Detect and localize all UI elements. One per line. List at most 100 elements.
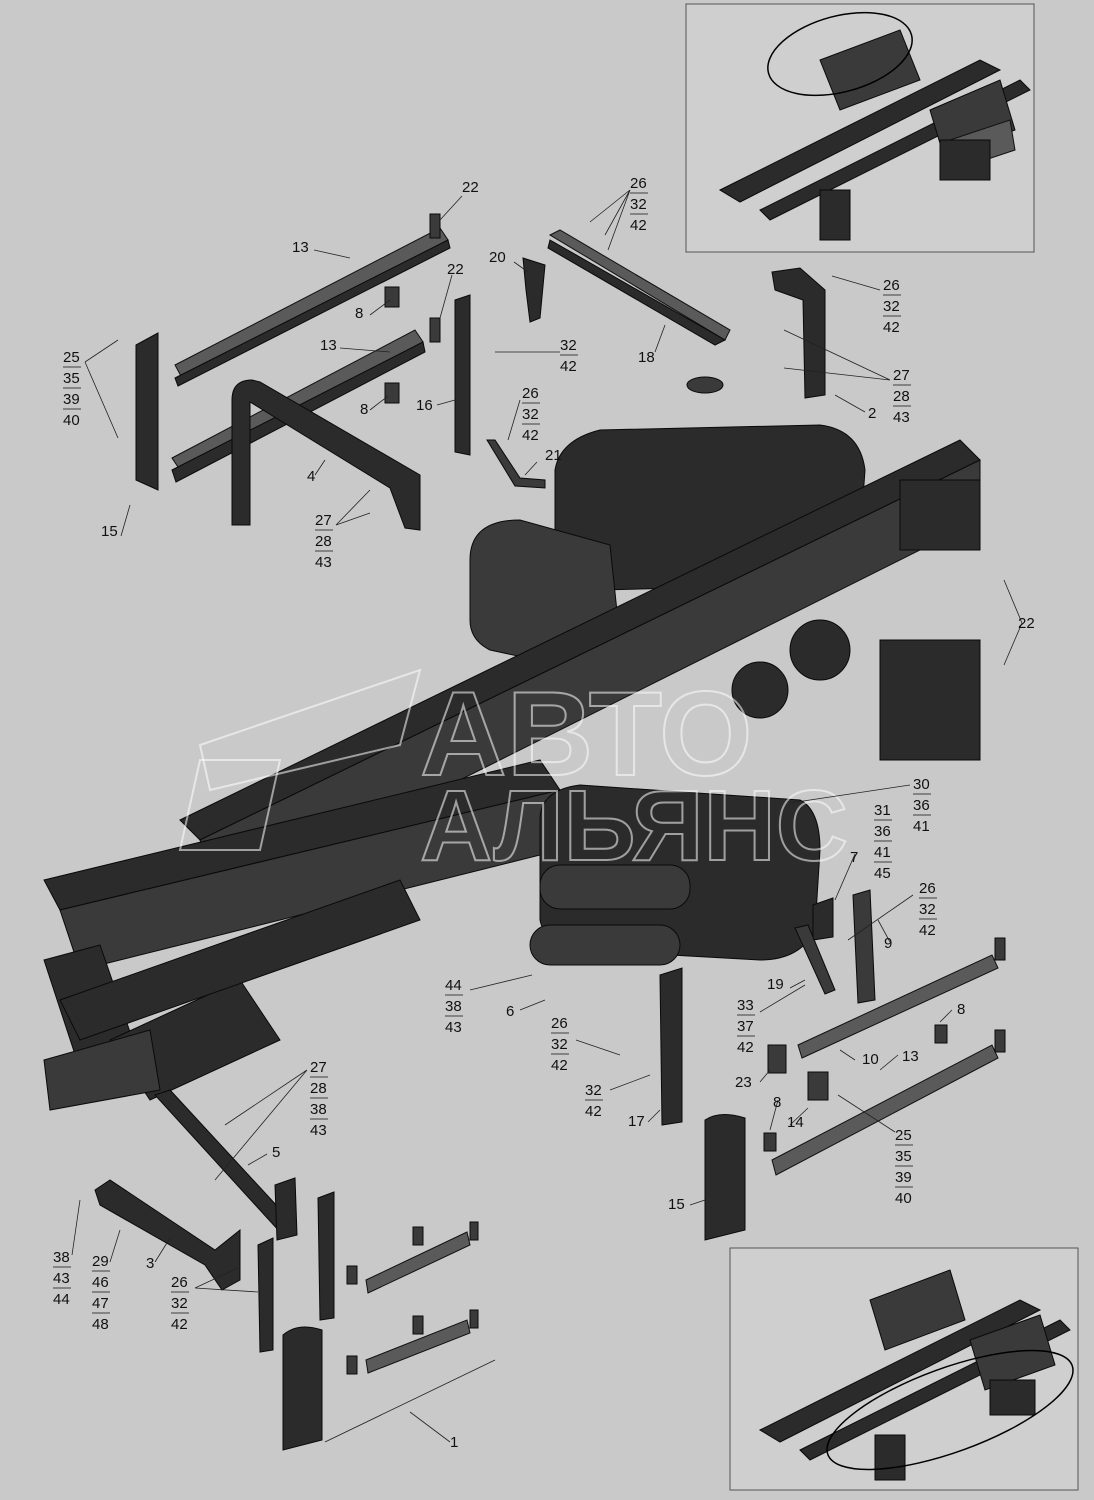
callout-number: 8 — [957, 1001, 965, 1018]
bracket-20 — [522, 257, 546, 323]
guard-9 — [852, 889, 876, 1004]
callout-30: 30 36 41 — [913, 776, 931, 835]
highlight-ellipse-bottom — [826, 1349, 1074, 1471]
callout-number: 42 — [737, 1039, 754, 1056]
bracket-7 — [812, 897, 834, 941]
callout-number: 27 — [893, 367, 910, 384]
callout-number: 36 — [913, 797, 930, 814]
callout-number: 26 — [919, 880, 936, 897]
callout-5: 5 — [272, 1144, 280, 1161]
callout-23: 23 — [735, 1074, 752, 1091]
callout-number: 28 — [310, 1080, 327, 1097]
callout-19: 19 — [767, 976, 784, 993]
callout-number: 44 — [445, 977, 462, 994]
callout-number: 28 — [315, 533, 332, 550]
callout-number: 45 — [874, 865, 891, 882]
plate-14 — [807, 1071, 829, 1101]
callout-21: 21 — [545, 447, 562, 464]
callout-number: 32 — [522, 406, 539, 423]
callout-number: 13 — [320, 337, 337, 354]
callout-number: 38 — [53, 1249, 70, 1266]
callout-number: 1 — [450, 1434, 458, 1451]
callout-number: 30 — [913, 776, 930, 793]
callout-15-top: 15 — [101, 523, 118, 540]
strap-21 — [486, 439, 546, 489]
pad-22-c — [994, 937, 1006, 961]
callout-4: 4 — [307, 468, 315, 485]
callout-number: 39 — [895, 1169, 912, 1186]
callout-number: 46 — [92, 1274, 109, 1291]
bracket-17 — [659, 967, 683, 1126]
lower-frame-assembly — [43, 759, 1006, 1451]
plate-8-a — [384, 286, 400, 308]
callout-number: 29 — [92, 1253, 109, 1270]
callout-number: 32 — [551, 1036, 568, 1053]
callout-number: 15 — [101, 523, 118, 540]
callout-16: 16 — [416, 397, 433, 414]
callout-22-top: 22 — [462, 179, 479, 196]
rail-10 — [797, 954, 999, 1059]
callout-number: 43 — [893, 409, 910, 426]
pad-22-d — [994, 1029, 1006, 1053]
callout-number: 42 — [919, 922, 936, 939]
bracket-3 — [94, 1179, 241, 1291]
air-tank-b — [529, 924, 681, 966]
kit-1-rail-a — [365, 1231, 471, 1294]
callout-number: 43 — [445, 1019, 462, 1036]
plate-8-d — [763, 1132, 777, 1152]
plate-8-b — [384, 382, 400, 404]
strap-19 — [794, 924, 836, 995]
callout-number: 9 — [884, 935, 892, 952]
bracket-5 — [154, 1089, 291, 1233]
callout-44: 44 38 43 — [445, 977, 463, 1036]
callout-number: 5 — [272, 1144, 280, 1161]
callout-26-lowright: 26 32 42 — [919, 880, 937, 939]
callout-13-low: 13 — [902, 1048, 919, 1065]
fuel-tank-assembly — [179, 376, 981, 901]
air-tank-a — [539, 864, 691, 910]
callout-number: 35 — [63, 370, 80, 387]
callout-number: 42 — [883, 319, 900, 336]
callout-number: 25 — [895, 1127, 912, 1144]
bracket-2 — [771, 267, 826, 399]
inset-overview-bottom — [729, 1247, 1079, 1491]
callout-number: 38 — [310, 1101, 327, 1118]
callout-number: 26 — [522, 385, 539, 402]
pad-22-b — [429, 317, 441, 343]
callout-number: 27 — [310, 1059, 327, 1076]
callout-number: 20 — [489, 249, 506, 266]
callout-number: 7 — [850, 849, 858, 866]
callout-number: 36 — [874, 823, 891, 840]
highlight-ellipse-top — [767, 11, 913, 97]
callout-number: 42 — [560, 358, 577, 375]
callout-number: 41 — [913, 818, 930, 835]
callout-number: 43 — [315, 554, 332, 571]
callout-7: 7 — [850, 849, 858, 866]
callout-number: 13 — [292, 239, 309, 256]
callout-number: 38 — [445, 998, 462, 1015]
callout-number: 32 — [919, 901, 936, 918]
callout-number: 26 — [171, 1274, 188, 1291]
callout-number: 40 — [895, 1190, 912, 1207]
callout-number: 23 — [735, 1074, 752, 1091]
callout-8-c: 8 — [957, 1001, 965, 1018]
callout-number: 10 — [862, 1051, 879, 1068]
rail-13-low — [771, 1044, 999, 1176]
plate-8-c — [934, 1024, 948, 1044]
callout-17: 17 — [628, 1113, 645, 1130]
callout-9: 9 — [884, 935, 892, 952]
callout-6: 6 — [506, 1003, 514, 1020]
bracket-4 — [231, 379, 421, 531]
upper-assembly — [135, 213, 826, 531]
callout-18: 18 — [638, 349, 655, 366]
